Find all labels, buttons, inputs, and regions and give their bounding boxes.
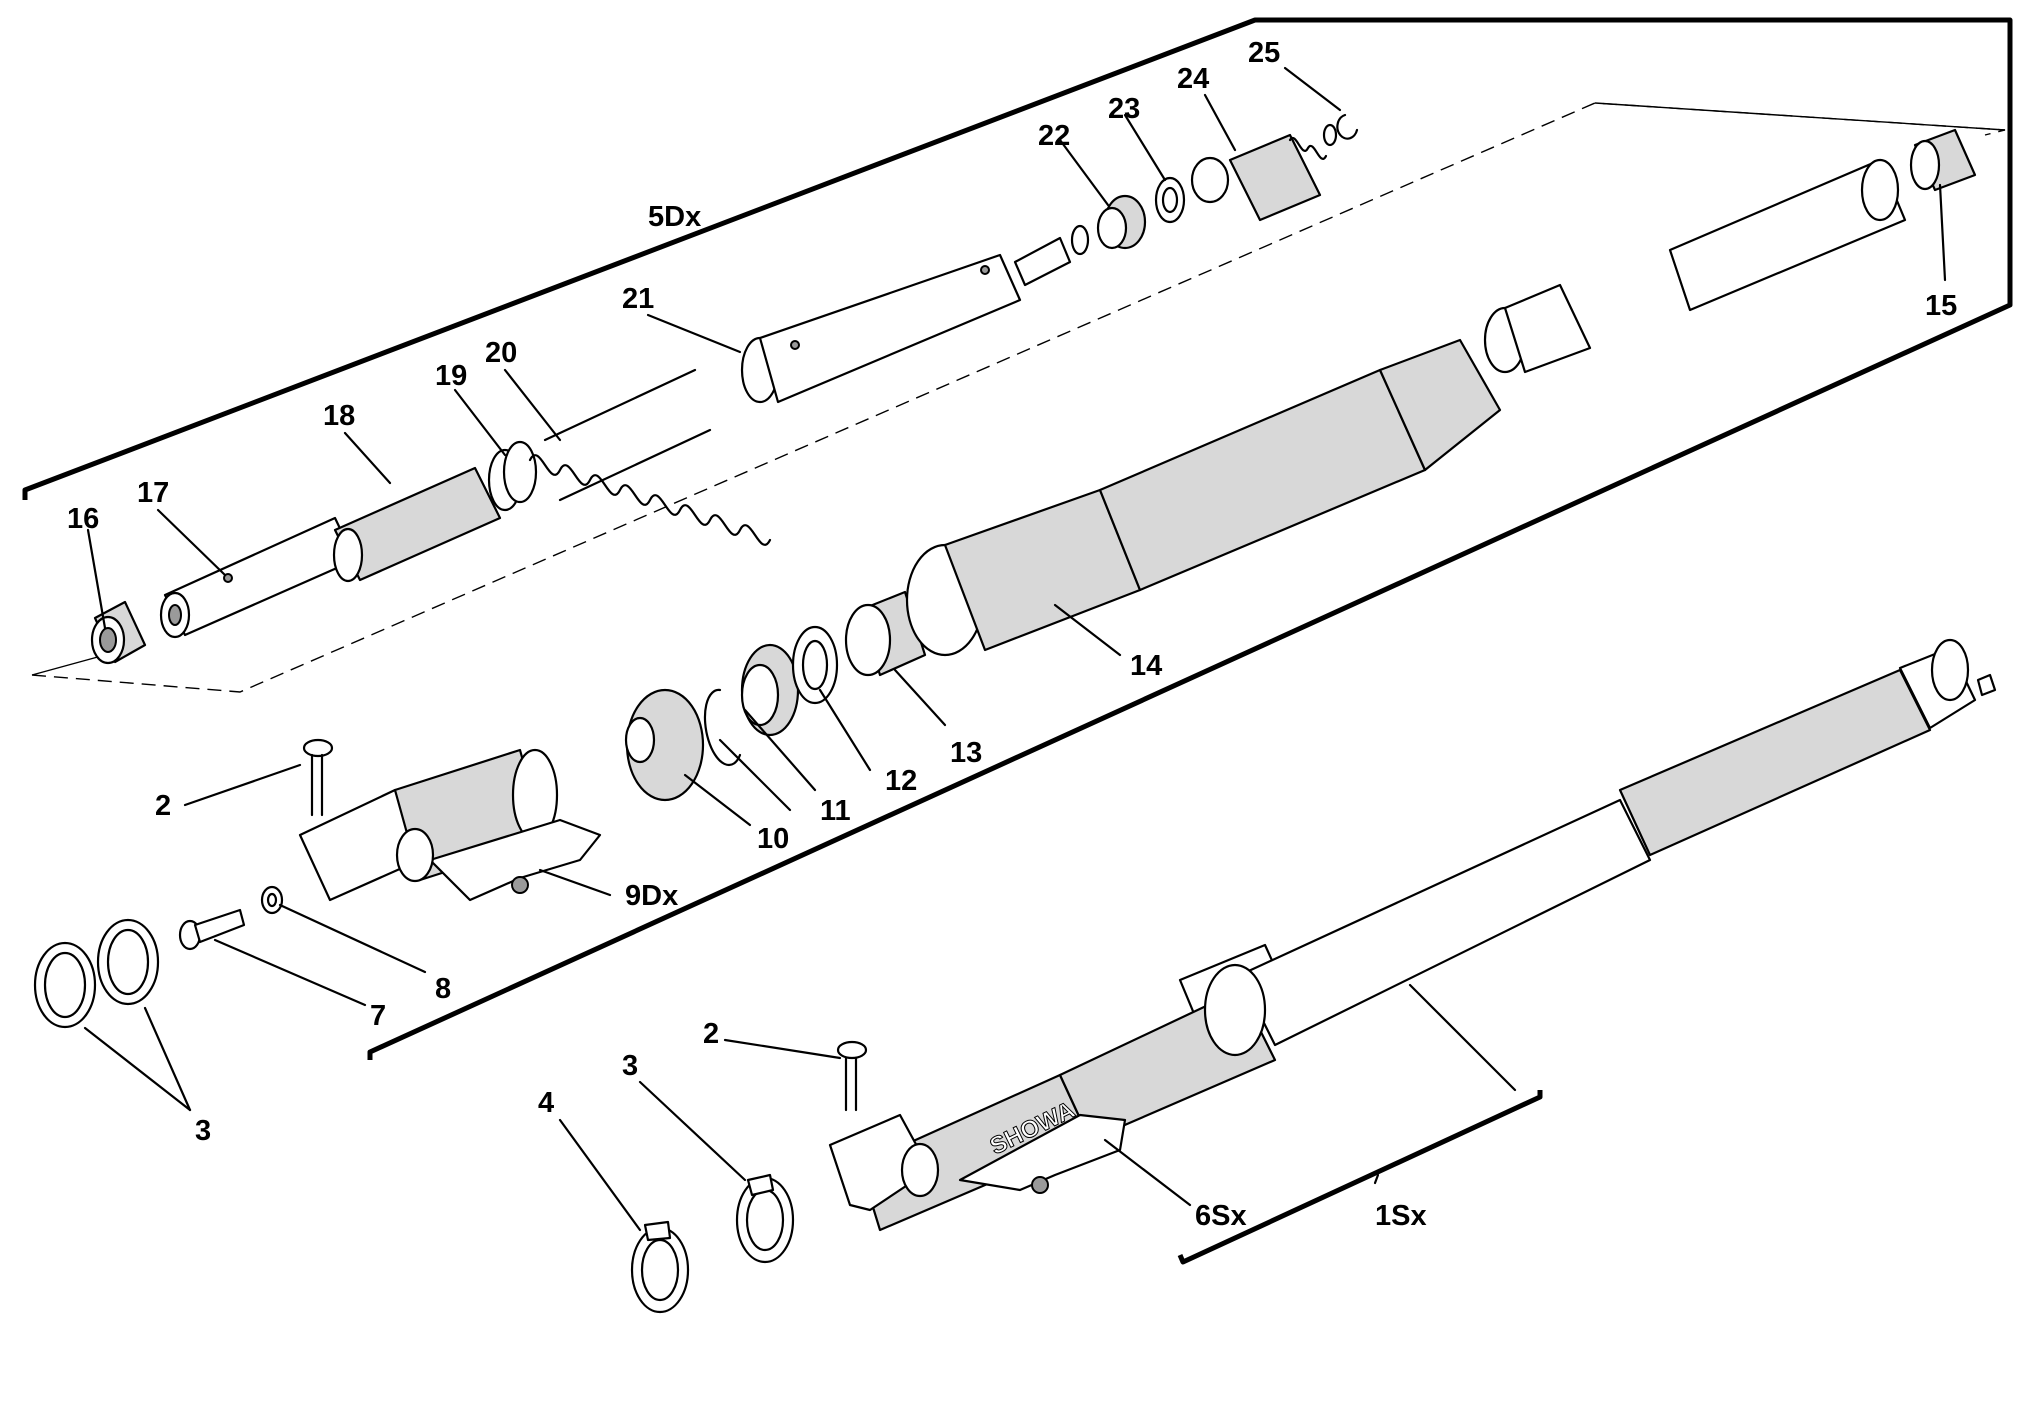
label-1sx: 1Sx	[1375, 1200, 1427, 1232]
label-9dx: 9Dx	[625, 880, 678, 912]
label-24: 24	[1177, 63, 1209, 95]
label-19: 19	[435, 360, 467, 392]
inner-tube-section	[1483, 158, 1907, 374]
clip-25	[1336, 113, 1359, 140]
label-23: 23	[1108, 93, 1140, 125]
damper-tube-18	[332, 466, 502, 583]
cartridge-tube-21	[740, 224, 1090, 404]
label-13: 13	[950, 737, 982, 769]
label-21: 21	[622, 283, 654, 315]
dust-seal-10	[624, 688, 705, 802]
label-3-left: 3	[195, 1115, 211, 1147]
bolt-2-upper	[302, 738, 334, 817]
label-12: 12	[885, 765, 917, 797]
bolt-2-lower	[836, 1040, 868, 1112]
assembly-1sx-bracket	[1177, 1090, 1543, 1265]
clamp-4	[630, 1220, 690, 1314]
bushing-15	[1909, 128, 1977, 192]
outer-tube-14	[905, 338, 1502, 657]
spring-seat-19	[487, 440, 538, 512]
label-18: 18	[323, 400, 355, 432]
bushing-16	[90, 600, 147, 665]
clamp-3-center	[735, 1173, 795, 1264]
oil-seal-11	[740, 643, 800, 737]
assembly-5dx-bracket	[22, 17, 2013, 1060]
label-25: 25	[1248, 37, 1280, 69]
screw-7	[178, 908, 246, 951]
ring-22	[1096, 194, 1147, 250]
damper-rod-17	[159, 516, 357, 639]
label-4: 4	[538, 1087, 554, 1119]
bottom-case-9dx	[298, 748, 602, 902]
subassembly-dashed-outline	[31, 102, 2006, 693]
callout-labels: 5Dx 25 24 23 22 21 20 19 18 17 16 15 14 …	[67, 37, 1957, 1232]
label-15: 15	[1925, 290, 1957, 322]
washer-8	[260, 885, 284, 915]
label-20: 20	[485, 337, 517, 369]
label-11: 11	[820, 795, 851, 827]
spring-20	[528, 368, 772, 546]
label-7: 7	[370, 1000, 386, 1032]
label-6sx: 6Sx	[1195, 1200, 1247, 1232]
label-2-upper: 2	[155, 790, 171, 822]
label-16: 16	[67, 503, 99, 535]
clamp-3-left-pair	[33, 918, 160, 1029]
washer-23	[1154, 176, 1186, 224]
washer-12	[791, 625, 839, 705]
label-3-center: 3	[622, 1050, 638, 1082]
label-5dx: 5Dx	[648, 201, 701, 233]
complete-fork-1sx: SHOWA	[828, 638, 1997, 1232]
label-22: 22	[1038, 120, 1070, 152]
label-10: 10	[757, 823, 789, 855]
valve-assembly-24	[1190, 123, 1338, 222]
label-8: 8	[435, 973, 451, 1005]
label-17: 17	[137, 477, 169, 509]
leader-lines	[83, 66, 1947, 1232]
clip-11	[703, 688, 742, 767]
label-2-lower: 2	[703, 1018, 719, 1050]
label-14: 14	[1130, 650, 1162, 682]
